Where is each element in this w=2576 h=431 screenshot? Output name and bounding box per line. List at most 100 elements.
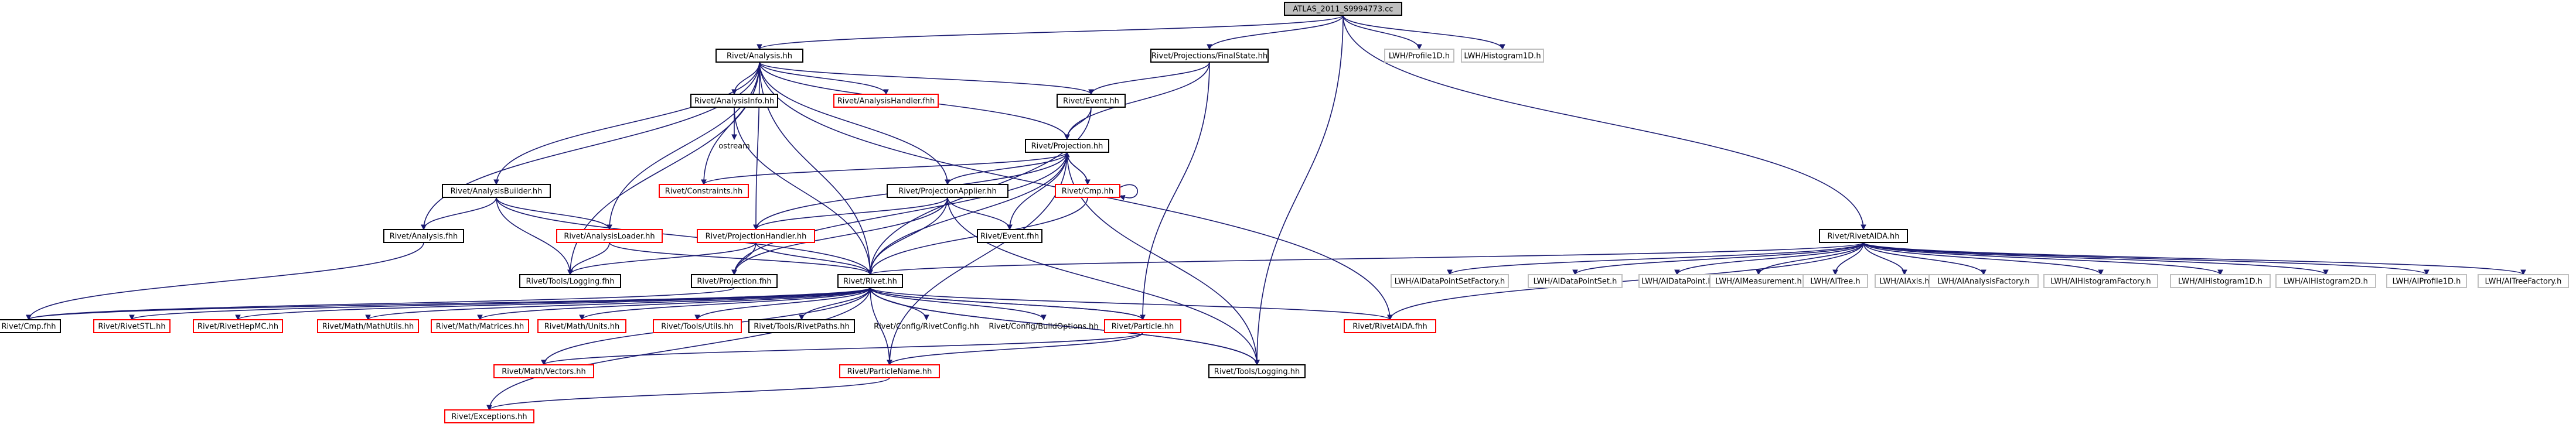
node-rivet-rivetaida-fhh[interactable]: Rivet/RivetAIDA.fhh	[1344, 319, 1436, 333]
dependency-edge	[477, 287, 871, 321]
node-label: Rivet/Tools/Utils.hh	[661, 323, 733, 331]
edge-line	[870, 197, 948, 275]
node-rivet-math-vectors-hh[interactable]: Rivet/Math/Vectors.hh	[493, 364, 594, 378]
node-label: LWH/AIHistogram2D.h	[2284, 278, 2368, 286]
edge-line	[1119, 184, 1139, 199]
node-label: LWH/AIDataPointSet.h	[1534, 278, 1617, 286]
node-label: Rivet/RivetAIDA.fhh	[1352, 323, 1427, 331]
edge-line	[1863, 242, 2221, 275]
node-rivet-analysis-hh[interactable]: Rivet/Analysis.hh	[715, 49, 803, 63]
edge-line	[1142, 61, 1210, 320]
edge-arrowhead	[924, 314, 929, 321]
node-rivet-rivetstl-hh[interactable]: Rivet/RivetSTL.hh	[93, 319, 171, 333]
edge-line	[703, 152, 1068, 185]
dependency-edge	[701, 152, 1068, 186]
node-box	[1461, 49, 1544, 63]
node-box	[977, 229, 1042, 243]
node-rivet-tools-utils-hh[interactable]: Rivet/Tools/Utils.hh	[653, 319, 742, 333]
node-rivet-math-mathutils-hh[interactable]: Rivet/Math/MathUtils.hh	[317, 319, 419, 333]
node-label: Rivet/Projections/FinalState.hh	[1151, 52, 1267, 61]
edge-line	[947, 197, 1010, 230]
node-label: Rivet/ProjectionApplier.hh	[898, 187, 996, 196]
node-label: Rivet/Math/Units.hh	[544, 323, 620, 331]
node-lwh-aihistogram2d-h: LWH/AIHistogram2D.h	[2275, 274, 2376, 288]
edge-arrowhead	[1861, 224, 1866, 231]
edge-line	[479, 287, 871, 320]
dependency-edge	[26, 287, 871, 321]
node-label: Rivet/AnalysisLoader.hh	[564, 232, 655, 241]
edge-line	[1342, 15, 1864, 230]
dependency-edge	[867, 286, 1143, 320]
node-rivet-projection-fhh[interactable]: Rivet/Projection.fhh	[691, 274, 778, 288]
edge-line	[759, 61, 1092, 95]
edge-arrowhead	[26, 314, 32, 321]
edge-arrowhead	[1041, 314, 1047, 321]
dependency-edge	[734, 107, 873, 276]
node-rivet-exceptions-hh[interactable]: Rivet/Exceptions.hh	[444, 409, 534, 423]
node-rivet-rivethepmc-hh[interactable]: Rivet/RivetHepMC.hh	[193, 319, 283, 333]
edge-line	[1066, 107, 1092, 140]
node-rivet-math-matrices-hh[interactable]: Rivet/Math/Matrices.hh	[431, 319, 529, 333]
dependency-edge	[753, 197, 948, 231]
node-rivet-tools-logging-fhh[interactable]: Rivet/Tools/Logging.fhh	[519, 274, 621, 288]
dependency-edge	[1863, 242, 2223, 276]
edge-arrowhead	[945, 179, 950, 186]
node-rivet-projections-finalstate-hh[interactable]: Rivet/Projections/FinalState.hh	[1150, 49, 1269, 63]
node-rivet-rivet-hh[interactable]: Rivet/Rivet.hh	[837, 274, 903, 288]
edge-line	[1863, 242, 2326, 275]
edge-line	[1677, 242, 1864, 275]
node-box	[444, 409, 534, 423]
node-rivet-projectionapplier-hh[interactable]: Rivet/ProjectionApplier.hh	[887, 184, 1008, 198]
dependency-edge	[1342, 15, 1422, 50]
node-rivet-analysisinfo-hh[interactable]: Rivet/AnalysisInfo.hh	[690, 94, 778, 108]
edge-arrowhead	[1416, 44, 1422, 50]
node-lwh-aidatapoint-h: LWH/AIDataPoint.h	[1638, 274, 1716, 288]
node-rivet-analysishandler-fhh[interactable]: Rivet/AnalysisHandler.fhh	[833, 94, 939, 108]
node-rivet-constraints-hh[interactable]: Rivet/Constraints.hh	[659, 184, 749, 198]
node-lwh-histogram1d-h: LWH/Histogram1D.h	[1461, 49, 1544, 63]
edge-arrowhead	[477, 314, 483, 321]
edge-arrowhead	[731, 269, 737, 276]
node-rivet-math-units-hh[interactable]: Rivet/Math/Units.hh	[537, 319, 626, 333]
node-label: LWH/Histogram1D.h	[1464, 52, 1541, 61]
node-rivet-analysis-fhh[interactable]: Rivet/Analysis.fhh	[383, 229, 464, 243]
node-box	[887, 184, 1008, 198]
node-rivet-projection-hh[interactable]: Rivet/Projection.hh	[1025, 139, 1109, 153]
node-lwh-aimeasurement-h: LWH/AIMeasurement.h	[1709, 274, 1808, 288]
dependency-edge	[1863, 242, 1907, 276]
node-lwh-aiaxis-h: LWH/AIAxis.h	[1875, 274, 1934, 288]
node-lwh-profile1d-h: LWH/Profile1D.h	[1384, 49, 1454, 63]
node-rivet-analysisbuilder-hh[interactable]: Rivet/AnalysisBuilder.hh	[442, 184, 551, 198]
edge-line	[755, 61, 760, 230]
node-rivet-rivetaida-hh[interactable]: Rivet/RivetAIDA.hh	[1819, 229, 1908, 243]
node-rivet-event-fhh[interactable]: Rivet/Event.fhh	[977, 229, 1042, 243]
node-rivet-cmp-fhh[interactable]: Rivet/Cmp.fhh	[0, 319, 61, 333]
node-rivet-event-hh[interactable]: Rivet/Event.hh	[1057, 94, 1126, 108]
node-label: Rivet/Config/RivetConfig.hh	[874, 323, 979, 331]
node-rivet-particle-hh[interactable]: Rivet/Particle.hh	[1104, 319, 1181, 333]
edge-line	[947, 197, 1258, 365]
node-rivet-projectionhandler-hh[interactable]: Rivet/ProjectionHandler.hh	[697, 229, 815, 243]
node-label: Rivet/Math/MathUtils.hh	[322, 323, 414, 331]
node-rivet-cmp-hh[interactable]: Rivet/Cmp.hh	[1055, 184, 1120, 198]
edge-line	[759, 15, 1344, 50]
dependency-edge	[1832, 242, 1864, 276]
edge-line	[1009, 152, 1068, 230]
dependency-edge	[870, 287, 1393, 321]
edge-arrowhead	[2520, 269, 2526, 276]
node-rivet-tools-logging-hh[interactable]: Rivet/Tools/Logging.hh	[1208, 364, 1306, 378]
node-label: Rivet/Math/Vectors.hh	[502, 368, 586, 377]
node-lwh-aidatapointset-h: LWH/AIDataPointSet.h	[1528, 274, 1623, 288]
edge-arrowhead	[1447, 269, 1453, 276]
edge-line	[1863, 242, 2524, 275]
dependency-edge	[947, 197, 1013, 231]
dependency-edge	[1342, 15, 1505, 50]
node-label: ATLAS_2011_S9994773.cc	[1293, 5, 1393, 14]
dependency-edge	[541, 332, 1143, 366]
node-rivet-particlename-hh[interactable]: Rivet/ParticleName.hh	[839, 364, 940, 378]
node-rivet-analysisloader-hh[interactable]: Rivet/AnalysisLoader.hh	[556, 229, 663, 243]
node-rivet-tools-rivetpaths-hh[interactable]: Rivet/Tools/RivetPaths.hh	[748, 319, 855, 333]
edge-arrowhead	[579, 314, 585, 321]
dependency-edge	[945, 152, 1068, 186]
edge-arrowhead	[1207, 44, 1212, 50]
